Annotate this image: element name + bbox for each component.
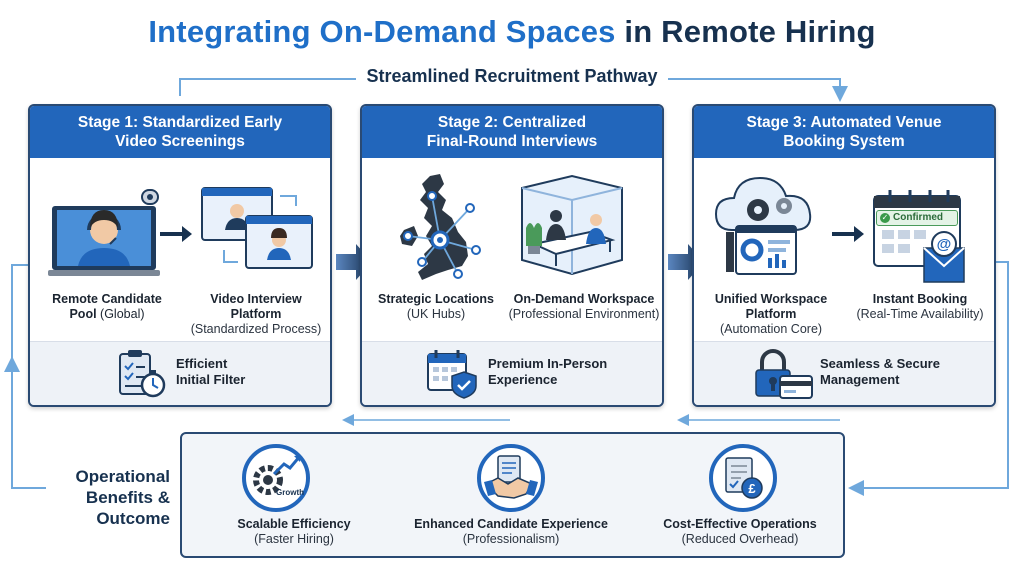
video-interview-icon [201,187,313,269]
stage-1-item-2-sub: (Standardized Process) [190,322,322,336]
stage-1-footer: Efficient Initial Filter [30,341,330,405]
stage-2-item-1-sub: (UK Hubs) [406,307,466,321]
stage-1-item-1-caption: Remote Candidate Pool (Global) [32,292,182,322]
pathway-label-text: Streamlined Recruitment Pathway [356,66,668,86]
benefit-3-title: Cost-Effective Operations [663,517,817,531]
stage-3-footer-line-1: Seamless & Secure [820,356,940,371]
benefits-title: Operational Benefits & Outcome [44,466,170,529]
stage-3-title-line-2: Booking System [783,133,905,150]
stage-3-item-1-title-2: Platform [745,307,797,321]
stage-2-title-line-2: Final-Round Interviews [426,133,598,150]
stage-3-item-2-sub: (Real-Time Availability) [856,307,984,321]
meeting-room-icon [521,174,623,276]
stage-1-item-1-sub: (Global) [100,307,145,321]
stage-3-item-2-caption: Instant Booking (Real-Time Availability) [844,292,994,322]
stage-1-item-2-caption: Video Interview Platform (Standardized P… [178,292,330,337]
stage-2-item-2-caption: On-Demand Workspace (Professional Enviro… [502,292,662,322]
stage-2-item-1-caption: Strategic Locations (UK Hubs) [364,292,508,322]
stage-2-header: Stage 2: Centralized Final-Round Intervi… [362,106,662,158]
stage-2-footer-line-2: Experience [488,372,558,387]
confirmed-badge: ✓ Confirmed [876,210,958,226]
stage-3-header: Stage 3: Automated Venue Booking System [694,106,994,158]
benefit-1-sub: (Faster Hiring) [254,532,334,546]
calendar-confirmed-icon: @ ✓ Confirmed [872,188,968,284]
stage-1-card: Stage 1: Standardized Early Video Screen… [28,104,332,407]
stage-3-item-1-caption: Unified Workspace Platform (Automation C… [698,292,844,337]
svg-text:£: £ [748,481,756,496]
benefit-2-sub: (Professionalism) [462,532,560,546]
cloud-gears-icon [714,176,812,275]
stage-1-footer-line-2: Initial Filter [176,372,246,387]
stage-3-footer-text: Seamless & Secure Management [820,356,940,388]
stage-2-footer-text: Premium In-Person Experience [488,356,607,388]
uk-map-icon [400,174,481,280]
arrow-right-icon [832,226,864,242]
checklist-stopwatch-icon [119,350,166,398]
handshake-icon [477,444,545,512]
stage-3-title-line-1: Stage 3: Automated Venue [746,114,942,131]
page-title: Integrating On-Demand Spaces in Remote H… [0,14,1024,50]
calendar-icon: @ [873,190,965,283]
stage-1-header: Stage 1: Standardized Early Video Screen… [30,106,330,158]
check-icon: ✓ [880,213,890,223]
stage-1-footer-line-1: Efficient [176,356,228,371]
pathway-label: Streamlined Recruitment Pathway [0,66,1024,87]
stage-3-item-1-sub: (Automation Core) [719,322,823,336]
stage-2-card: Stage 2: Centralized Final-Round Intervi… [360,104,664,407]
benefit-3-caption: Cost-Effective Operations (Reduced Overh… [640,517,840,547]
benefits-title-line-1: Operational [75,467,170,486]
svg-text:@: @ [937,236,952,253]
benefit-1-caption: Scalable Efficiency (Faster Hiring) [196,517,392,547]
stage-3-card: Stage 3: Automated Venue Booking System … [692,104,996,407]
stage-1-footer-text: Efficient Initial Filter [176,356,245,388]
stage-1-title-line-1: Stage 1: Standardized Early [77,114,283,131]
benefits-title-line-3: Outcome [96,509,170,528]
benefit-2-title: Enhanced Candidate Experience [414,517,608,531]
gear-growth-icon [242,444,310,512]
benefits-title-line-2: Benefits & [85,488,170,507]
stage-3-item-1-title: Unified Workspace [714,292,828,306]
stage-3-item-2-title: Instant Booking [872,292,968,306]
benefit-3-sub: (Reduced Overhead) [681,532,799,546]
document-pound-icon: £ [709,444,777,512]
stage-1-title-line-2: Video Screenings [115,133,245,150]
stage-2-item-2-title: On-Demand Workspace [513,292,655,306]
stage-1-item-2-title-2: Platform [230,307,282,321]
title-part-2: in Remote Hiring [624,14,876,49]
remote-candidate-icon [48,189,160,276]
stage-1-item-1-title: Remote Candidate [52,292,162,306]
stage-3-footer-line-2: Management [820,372,900,387]
stage-2-item-1-title: Strategic Locations [378,292,494,306]
growth-badge: Growth [276,488,304,497]
stage-1-item-1-title-2: Pool [69,307,97,321]
stage-3-footer: Seamless & Secure Management [694,341,994,405]
confirmed-badge-text: Confirmed [893,212,943,223]
benefit-2-caption: Enhanced Candidate Experience (Professio… [400,517,622,547]
stage-2-title-line-1: Stage 2: Centralized [437,114,587,131]
stage-2-footer-line-1: Premium In-Person [488,356,608,371]
benefit-1-title: Scalable Efficiency [237,517,351,531]
arrow-right-icon [160,226,192,242]
stage-2-item-2-sub: (Professional Environment) [508,307,660,321]
title-part-1: Integrating On-Demand Spaces [148,14,616,49]
stage-2-footer: Premium In-Person Experience [362,341,662,405]
calendar-shield-icon [427,350,477,399]
stage-1-item-2-title: Video Interview [210,292,302,306]
lock-card-icon [755,349,813,399]
